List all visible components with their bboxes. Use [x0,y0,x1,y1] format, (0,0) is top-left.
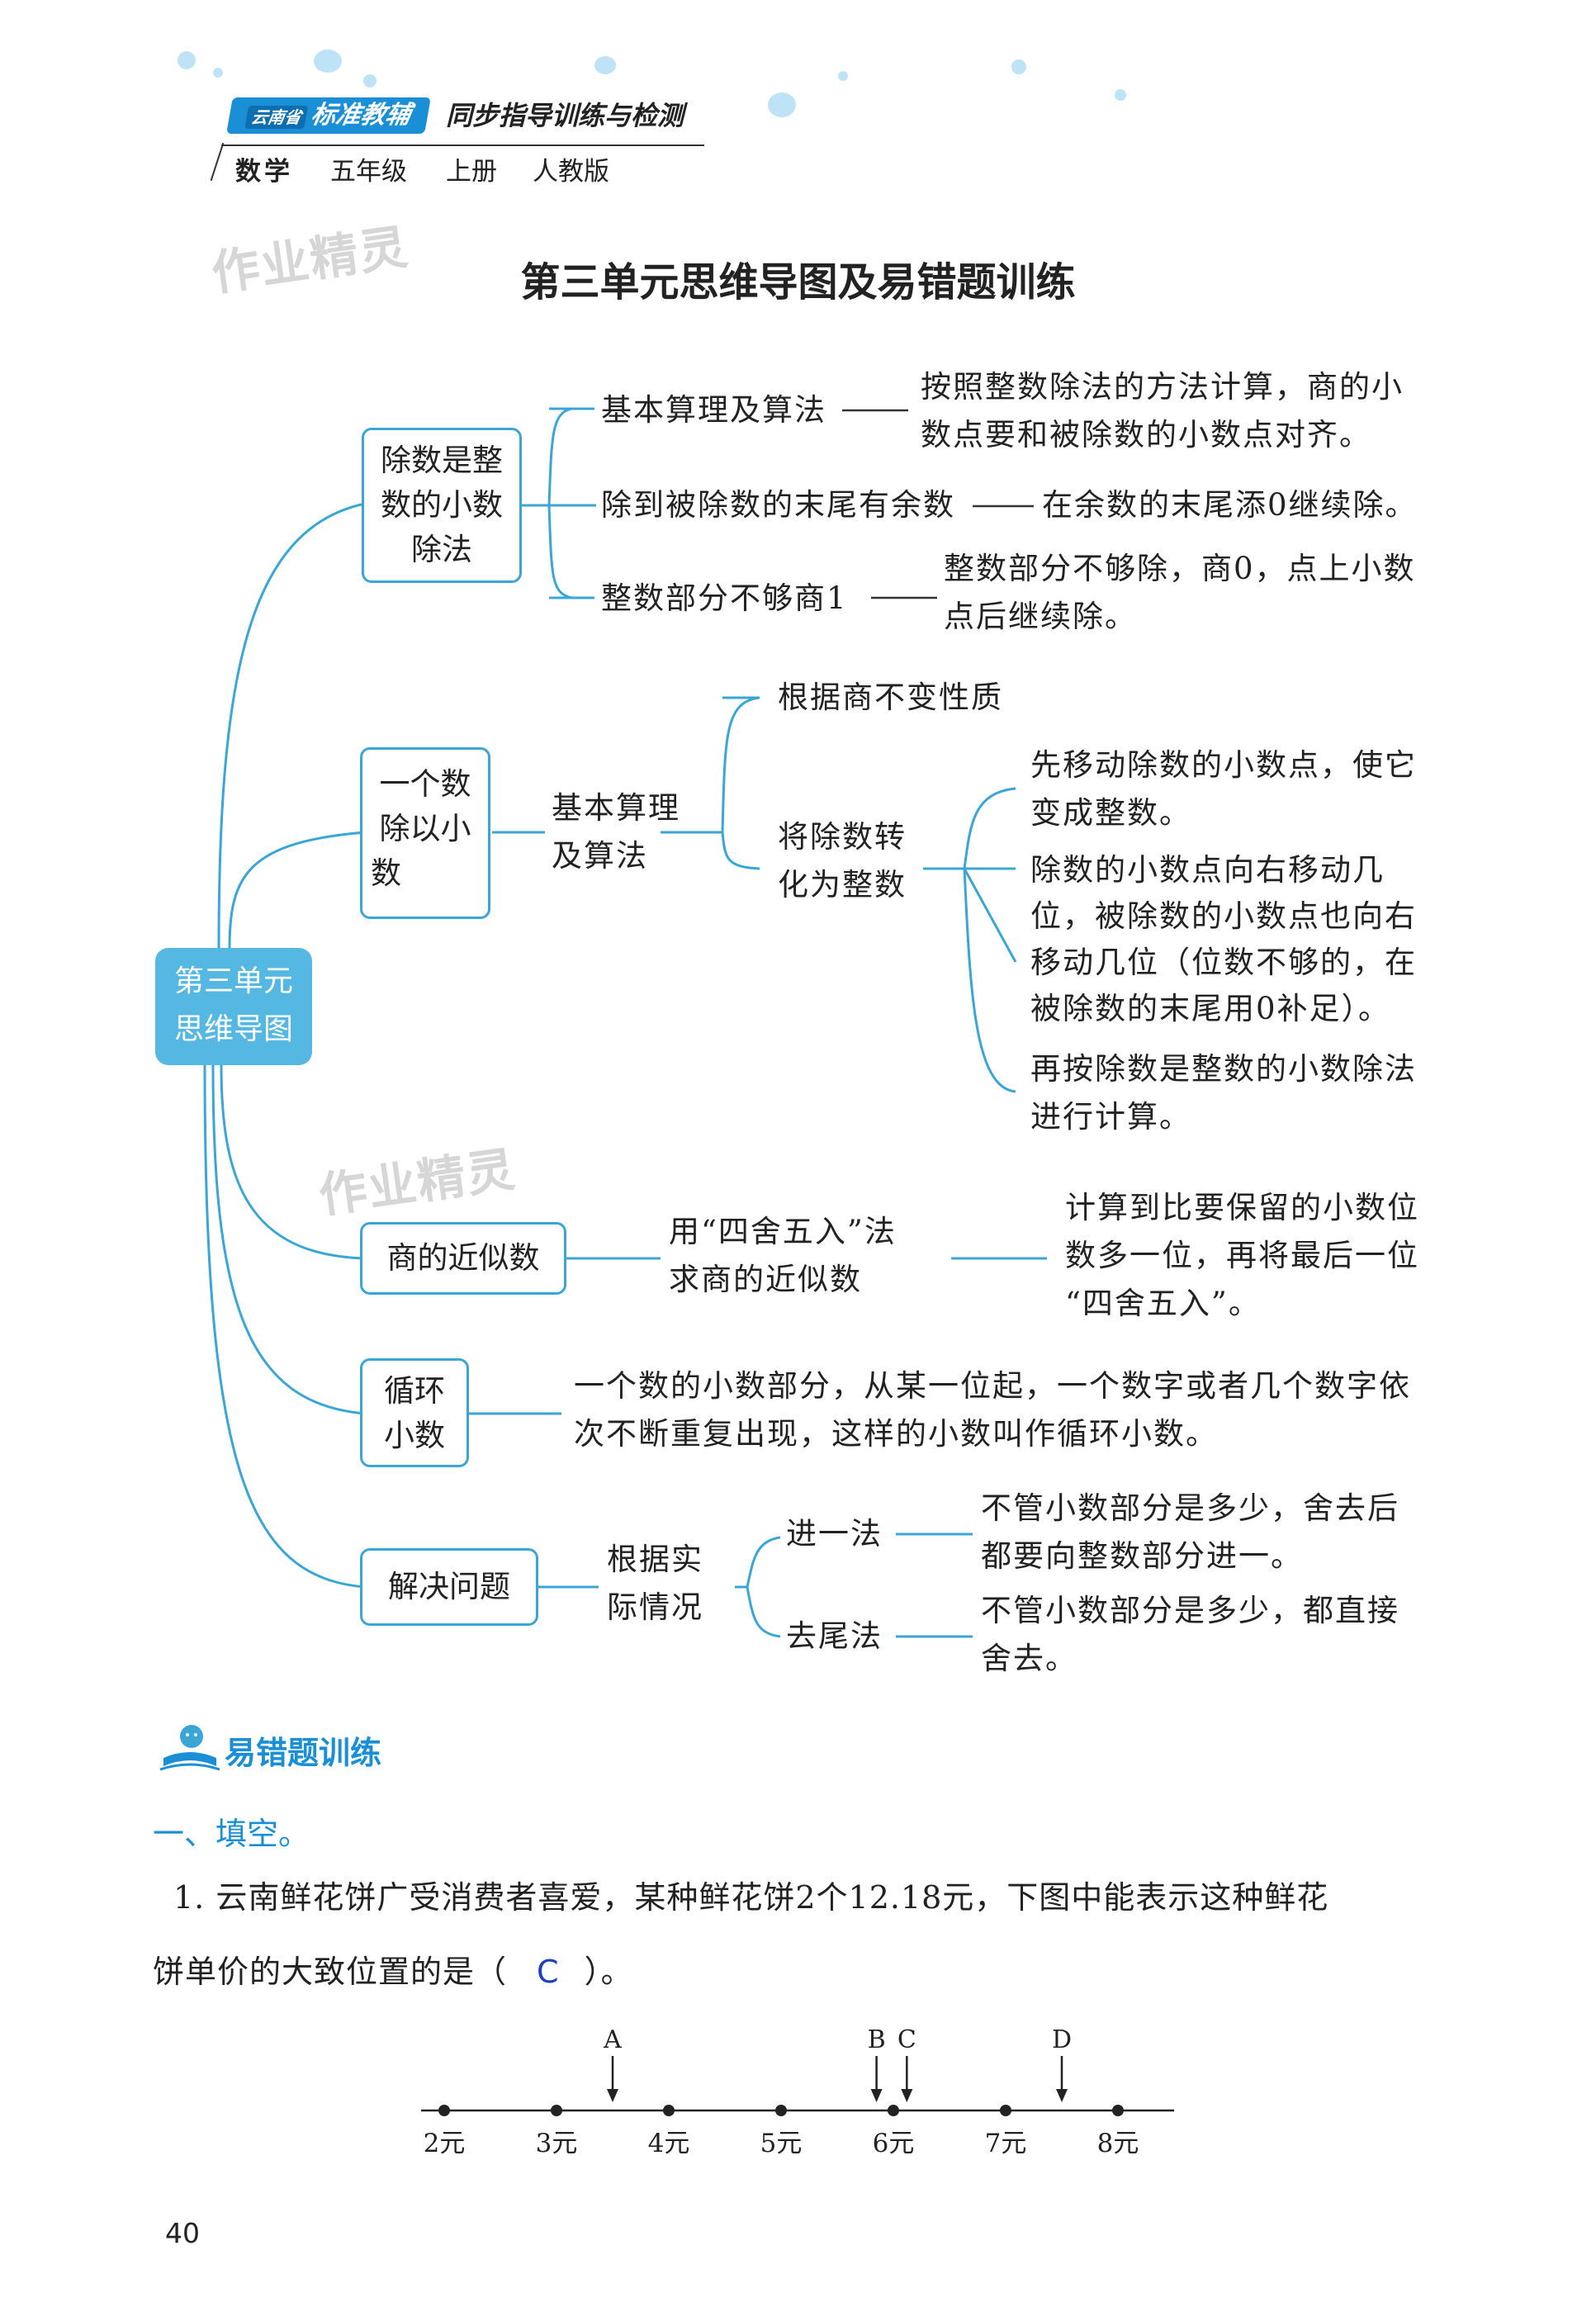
b5-context-label: 根据实际情况 [607,1542,703,1625]
decor-dot [363,74,377,88]
b2-step1-desc: 先移动除数的小数点，使它变成整数。 [1030,747,1417,831]
box-line: 小数 [384,1418,445,1453]
decor-dot [314,50,342,73]
box-line: 数 [371,855,401,891]
marker-arrowhead [1056,2089,1068,2102]
b2-invariance-label: 根据商不变性质 [778,680,1003,715]
b1-integer-part-desc: 整数部分不够除，商0，点上小数点后继续除。 [944,551,1416,634]
tick-dot [775,2105,787,2116]
decor-dot [1011,59,1026,74]
tick-label: 4元 [648,2129,690,2158]
branch-box-approx-quotient: 商的近似数 [360,1222,566,1295]
b3-desc: 计算到比要保留的小数位数多一位，再将最后一位“四舍五入”。 [1065,1190,1419,1321]
question-1-line-1: 1. 云南鲜花饼广受消费者喜爱，某种鲜花饼2个12.18元，下图中能表示这种鲜花 [173,1879,1329,1916]
b5-truncate-label: 去尾法 [786,1618,883,1654]
marker-label: D [1052,2025,1072,2054]
decor-dot [213,68,223,78]
edition-label: 人教版 [533,157,609,187]
b5-truncate-desc: 不管小数部分是多少，都直接舍去。 [981,1593,1399,1676]
page-title: 第三单元思维导图及易错题训练 [520,259,1076,306]
b1-remainder-desc: 在余数的末尾添0继续除。 [1042,487,1418,523]
box-line: 除以小 [379,811,471,846]
box-line: 除法 [411,532,472,567]
b1-remainder-label: 除到被除数的末尾有余数 [601,487,955,523]
marker-label: B [868,2025,886,2054]
mindmap-root: 第三单元 思维导图 [155,948,312,1065]
tick-label: 5元 [760,2129,803,2158]
b4-definition: 一个数的小数部分，从某一位起，一个数字或者几个数字依次不断重复出现，这样的小数叫… [574,1368,1411,1452]
root-line: 思维导图 [173,1012,293,1046]
box-line: 除数是整 [381,443,503,478]
subject-label: 数学 [235,157,293,187]
tick-dot [551,2105,562,2116]
section-title: 易错题训练 [225,1735,382,1771]
tick-dot [1112,2105,1124,2116]
b5-round-up-desc: 不管小数部分是多少，舍去后都要向整数部分进一。 [981,1490,1399,1574]
tick-label: 3元 [536,2129,578,2158]
grade-label: 五年级 [330,157,407,187]
box-line: 循环 [384,1373,445,1409]
branch-box-repeating-decimal: 循环 小数 [360,1358,469,1467]
decor-dot [1115,89,1126,101]
b2-method-label: 基本算理及算法 [552,790,680,874]
tick-label: 8元 [1097,2129,1139,2158]
tick-dot [1000,2105,1011,2116]
volume-label: 上册 [446,157,497,187]
marker-arrowhead [607,2089,618,2102]
question-1-line-2: 饼单价的大致位置的是（C）。 [153,1954,633,1990]
b3-method-label: 用“四舍五入”法求商的近似数 [669,1214,897,1297]
b1-method-desc: 按照整数除法的方法计算，商的小数点要和被除数的小数点对齐。 [921,369,1404,452]
branch-box-problem-solving: 解决问题 [360,1548,538,1626]
tick-label: 6元 [873,2129,915,2158]
b1-method-label: 基本算理及算法 [601,392,826,428]
branch-box-decimal-div-by-integer: 除数是整 数的小数 除法 [362,428,522,583]
branch-box-div-by-decimal: 一个数 除以小 数 [360,747,490,919]
series-subtitle: 同步指导训练与检测 [446,100,684,131]
b2-step2-desc: 除数的小数点向右移动几位，被除数的小数点也向右移动几位（位数不够的，在被除数的末… [1030,852,1417,1026]
b2-convert-label: 将除数转化为整数 [778,819,907,902]
decor-dot [178,51,196,69]
b2-step3-desc: 再按除数是整数的小数除法进行计算。 [1030,1051,1417,1135]
tick-label: 7元 [985,2129,1027,2158]
b1-integer-part-label: 整数部分不够商1 [601,580,848,616]
decor-dot [768,92,796,117]
marker-label: C [897,2025,916,2054]
decor-dot [838,71,848,81]
header-rule [221,144,704,146]
box-line: 数的小数 [381,487,503,523]
answer-text: C [537,1954,560,1990]
page-number: 40 [165,2217,200,2249]
tick-label: 2元 [424,2129,466,2158]
root-line: 第三单元 [173,964,293,998]
box-line: 一个数 [379,766,471,802]
tick-dot [663,2105,675,2116]
tick-dot [438,2105,450,2116]
tick-dot [888,2105,899,2116]
marker-arrowhead [870,2089,883,2102]
marker-label: A [603,2025,622,2054]
marker-arrowhead [901,2089,913,2102]
book-reader-icon [159,1725,220,1771]
decor-dot [594,56,616,74]
part-title: 一、填空。 [153,1816,310,1852]
b5-round-up-label: 进一法 [786,1516,883,1551]
